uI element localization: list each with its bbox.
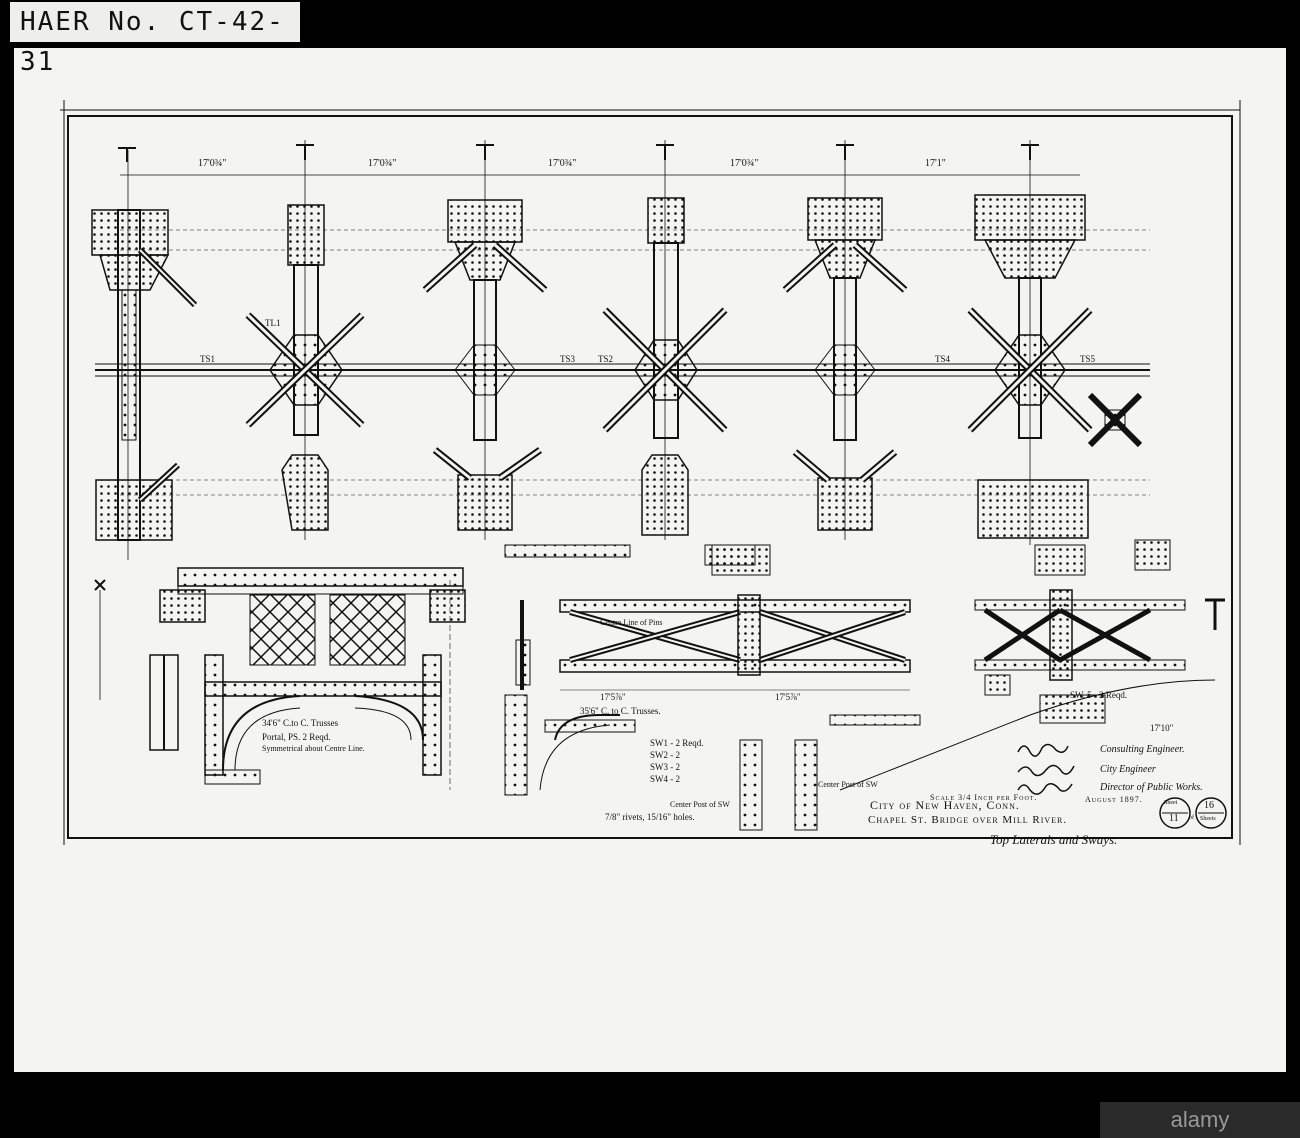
panel-point-6 (967, 140, 1143, 545)
signature-director (1017, 783, 1073, 795)
note-truss-spacing: 34'6" C.to C. Trusses (262, 718, 339, 728)
label-tl1: TL1 (265, 318, 281, 328)
label-ts4: TS4 (935, 354, 951, 364)
note-center-post: Center Post of SW (670, 800, 730, 809)
signature-city (1017, 764, 1075, 777)
note-sway-2: SW2 - 2 (650, 750, 680, 760)
portal-elevation (94, 567, 466, 790)
note-center-post-2: Center Post of SW (818, 780, 878, 789)
sheet-of: of (1189, 815, 1194, 821)
dim-bottom-1: 17'5⅞" (600, 692, 626, 702)
note-sway-1: SW1 - 2 Reqd. (650, 738, 704, 748)
note-portal: Portal, PS. 2 Reqd. (262, 732, 331, 742)
sheet-label: Sheet (1164, 800, 1178, 806)
note-rivets: 7/8" rivets, 15/16" holes. (605, 812, 695, 822)
panel-point-3 (422, 140, 548, 540)
sheets-label: Sheets (1200, 816, 1216, 822)
note-sway-5: SW. 5 - 2 Reqd. (1070, 690, 1128, 700)
note-sway-4: SW4 - 2 (650, 774, 680, 784)
sway-frame-elevation (504, 544, 921, 831)
sheet-number-circle (1159, 797, 1191, 829)
title-date: August 1897. (1085, 795, 1143, 804)
label-ts1: TS1 (200, 354, 216, 364)
dim-panel-1: 17'0¾" (198, 158, 227, 169)
sheet-number: 11 (1169, 813, 1179, 824)
signature-role-3: Director of Public Works. (1100, 782, 1203, 793)
note-truss-spacing-2: 35'6" C. to C. Trusses. (580, 706, 661, 716)
title-bridge: Chapel St. Bridge over Mill River. (868, 814, 1068, 826)
haer-record-number: HAER No. CT-42-31 (10, 2, 300, 77)
sheet-total-circle (1195, 797, 1227, 829)
dim-panel-5: 17'1" (925, 158, 946, 169)
note-sway-3: SW3 - 2 (650, 762, 680, 772)
panel-point-4 (602, 140, 728, 540)
title-block-curve (839, 714, 1031, 791)
title-scale: Scale 3/4 Inch per Foot. (930, 793, 1038, 802)
title-city: City of New Haven, Conn. (870, 798, 1020, 812)
panel-point-2 (245, 140, 365, 540)
dim-panel-3: 17'0¾" (548, 158, 577, 169)
dim-panel-2: 17'0¾" (368, 158, 397, 169)
label-ts5: TS5 (1080, 354, 1096, 364)
panel-point-5 (782, 140, 908, 540)
signature-role-1: Consulting Engineer. (1100, 744, 1185, 755)
signature-role-2: City Engineer (1100, 764, 1156, 775)
signature-consulting (1017, 743, 1069, 757)
sway-5-elevation (974, 539, 1225, 724)
sheet-total: 16 (1204, 800, 1214, 811)
label-ts3: TS3 (560, 354, 576, 364)
panel-point-1 (91, 147, 198, 560)
watermark-badge: alamy (1100, 1102, 1300, 1138)
dim-panel-4: 17'0¾" (730, 158, 759, 169)
title-sheet-title: Top Laterals and Sways. (990, 832, 1118, 847)
dim-bottom-3: 17'10" (1150, 723, 1174, 733)
note-portal-sym: Symmetrical about Centre Line. (262, 744, 365, 753)
note-centre-line-pins: Centre Line of Pins (600, 618, 663, 627)
label-ts2: TS2 (598, 354, 614, 364)
sheet-border (67, 115, 1233, 839)
dim-bottom-2: 17'5⅞" (775, 692, 801, 702)
